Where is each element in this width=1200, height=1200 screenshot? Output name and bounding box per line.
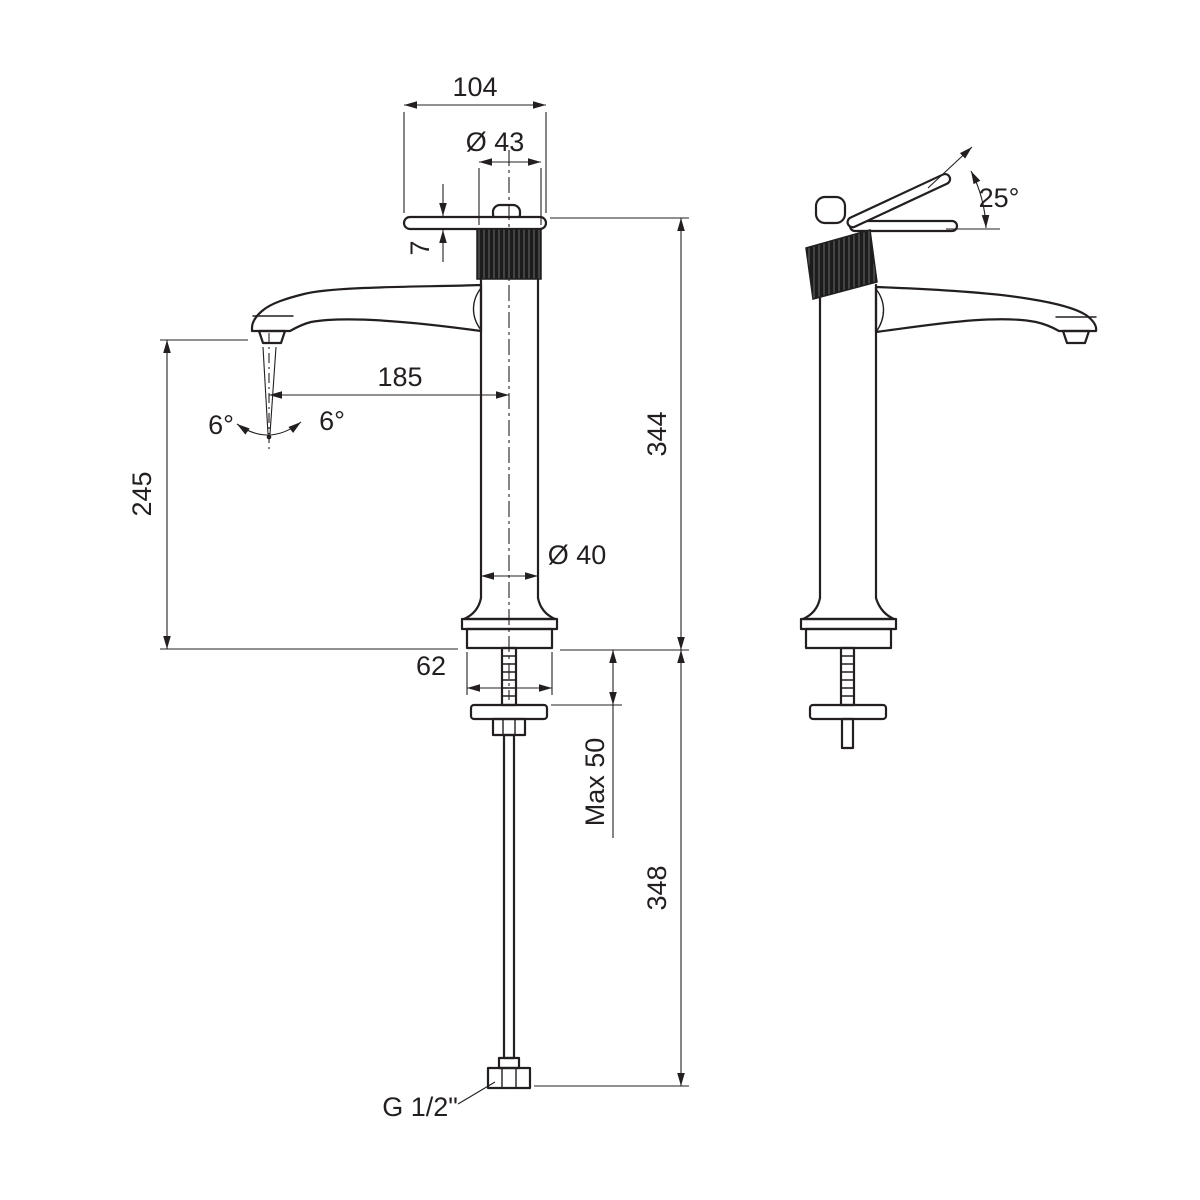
hose-collar-front xyxy=(497,1056,521,1070)
swivel-pivot-dot xyxy=(266,434,272,440)
dim-label-swivel-left: 6° xyxy=(208,410,234,440)
cartridge-knurl-band-front xyxy=(476,228,542,280)
swivel-ray-right xyxy=(269,346,277,435)
dim-swivel-angles: 6° 6° xyxy=(208,406,345,440)
hose-hex-fitting-front xyxy=(486,1066,532,1090)
supply-hose-front xyxy=(502,733,516,1060)
side-view xyxy=(799,172,1098,750)
spout-front xyxy=(250,283,483,333)
dimensions: 104 Ø 43 7 185 6° 6° 245 xyxy=(127,72,1019,1122)
handle-plate-front xyxy=(402,215,548,231)
aerator-front xyxy=(257,329,287,345)
aerator-side xyxy=(1061,329,1091,345)
dim-label-body-diameter: Ø 40 xyxy=(548,540,607,570)
handle-lever-raised-side xyxy=(846,172,952,229)
dim-spout-reach: 185 xyxy=(269,362,509,399)
dim-label-spout-height: 245 xyxy=(127,471,157,516)
base-flare-side xyxy=(801,596,896,621)
spout-body-junction-front xyxy=(472,287,482,331)
dim-label-top-diameter: Ø 43 xyxy=(466,127,525,157)
dim-connection-thread: G 1/2" xyxy=(382,1081,496,1122)
base-ring-side xyxy=(799,617,898,631)
dim-label-handle-angle: 25° xyxy=(979,183,1020,213)
dim-label-hose-length: 348 xyxy=(642,865,672,910)
handle-knob-side xyxy=(814,195,847,225)
cartridge-knurl-band-side xyxy=(805,229,878,300)
spout-body-junction-side xyxy=(875,288,885,333)
dim-total-height: 344 xyxy=(550,217,689,651)
dim-max-deck-thickness: Max 50 xyxy=(551,650,622,838)
mounting-plate-side xyxy=(808,703,888,721)
mounting-stud-side xyxy=(840,717,855,750)
dim-label-plate-thickness: 7 xyxy=(405,240,435,255)
swivel-ray-left xyxy=(262,346,269,435)
dim-spout-height: 245 xyxy=(127,339,458,650)
dim-label-connection-thread: G 1/2" xyxy=(382,1092,458,1122)
shank-thread-lines-side xyxy=(840,655,855,697)
swivel-arc xyxy=(236,421,302,436)
dim-label-top-width: 104 xyxy=(452,72,497,102)
dim-base-width: 62 xyxy=(416,651,553,695)
dim-label-swivel-right: 6° xyxy=(319,406,345,436)
dim-body-diameter: Ø 40 xyxy=(481,540,607,580)
dim-label-total-height: 344 xyxy=(642,411,672,456)
dim-label-base-width: 62 xyxy=(416,651,446,681)
dim-label-max-deck-thickness: Max 50 xyxy=(580,738,610,827)
dim-handle-angle: 25° xyxy=(927,146,1020,230)
mounting-nut-front xyxy=(491,717,527,737)
dim-hose-length: 348 xyxy=(534,650,689,1087)
dim-top-diameter: Ø 43 xyxy=(466,127,542,225)
dim-top-width: 104 xyxy=(403,72,547,213)
dim-plate-thickness: 7 xyxy=(405,184,447,262)
dim-label-spout-reach: 185 xyxy=(377,362,422,392)
base-foot-side xyxy=(804,627,893,650)
front-view xyxy=(236,150,559,1090)
mounting-plate-front xyxy=(469,703,549,721)
spout-side xyxy=(874,285,1098,334)
